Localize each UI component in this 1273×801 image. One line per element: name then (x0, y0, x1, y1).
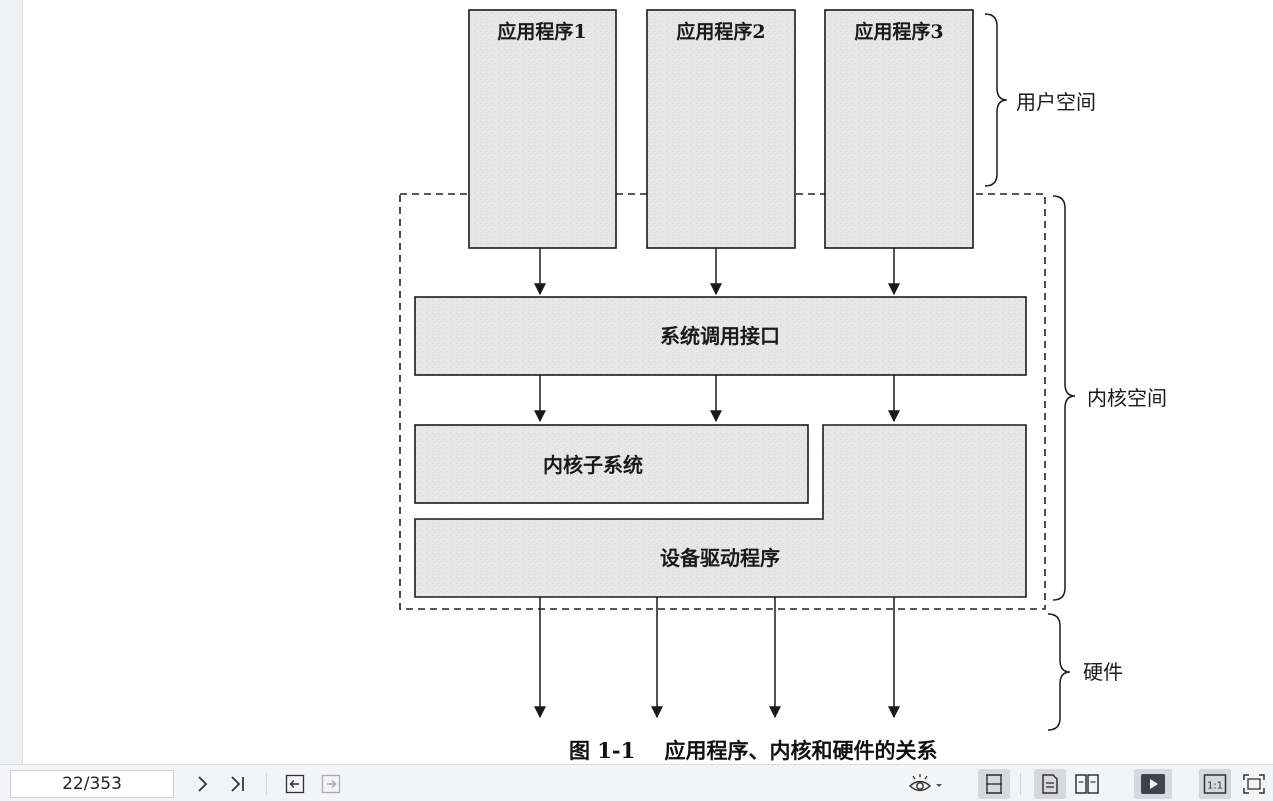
next-page-icon (198, 776, 208, 792)
two-page-button[interactable] (1071, 769, 1103, 799)
kernel-subsystem-box: 内核子系统 (414, 424, 809, 504)
toolbar-separator (266, 773, 267, 795)
syscall-interface-box: 系统调用接口 (414, 296, 1027, 376)
user-space-label: 用户空间 (1016, 90, 1096, 114)
toolbar-separator (1020, 773, 1021, 795)
back-button[interactable] (281, 769, 309, 799)
device-drivers-label: 设备驱动程序 (660, 546, 780, 570)
bottom-toolbar: 22/353 (0, 764, 1273, 801)
continuous-scroll-button[interactable] (978, 769, 1010, 799)
back-icon (285, 774, 305, 794)
app-box-1-label: 应用程序1 (497, 20, 586, 43)
kernel-space-boundary (399, 193, 1046, 610)
actual-size-icon: 1:1 (1203, 774, 1227, 794)
single-page-button[interactable] (1034, 769, 1066, 799)
kernel-space-brace (1052, 195, 1076, 601)
kernel-space-label: 内核空间 (1087, 386, 1167, 410)
app-box-1: 应用程序1 (468, 9, 617, 249)
document-page: 应用程序1 应用程序2 应用程序3 系统调用接口 (23, 0, 1273, 764)
eye-mode-icon (908, 774, 942, 792)
app-box-2: 应用程序2 (646, 9, 796, 249)
device-drivers-box: 设备驱动程序 (414, 424, 1027, 598)
last-page-icon (231, 776, 244, 792)
slideshow-icon (1141, 774, 1165, 794)
kernel-subsystem-label: 内核子系统 (543, 453, 643, 477)
continuous-scroll-icon (986, 774, 1002, 794)
hardware-brace (1047, 613, 1071, 731)
actual-size-button[interactable]: 1:1 (1199, 769, 1231, 799)
hardware-label: 硬件 (1083, 660, 1123, 684)
kernel-diagram: 应用程序1 应用程序2 应用程序3 系统调用接口 (399, 9, 1167, 731)
single-page-icon (1042, 774, 1058, 794)
syscall-interface-label: 系统调用接口 (660, 324, 780, 348)
two-page-icon (1075, 774, 1099, 794)
fit-page-button[interactable] (1239, 769, 1269, 799)
actual-size-label: 1:1 (1207, 781, 1223, 792)
forward-button[interactable] (317, 769, 345, 799)
app-box-3: 应用程序3 (824, 9, 974, 249)
figure-caption: 图 1-1 应用程序、内核和硬件的关系 (569, 738, 938, 763)
app-box-3-label: 应用程序3 (854, 20, 943, 43)
slideshow-button[interactable] (1134, 769, 1172, 799)
fit-page-icon (1243, 774, 1265, 794)
forward-icon (321, 774, 341, 794)
next-page-button[interactable] (188, 769, 216, 799)
left-gutter (0, 0, 23, 764)
eye-mode-button[interactable] (905, 769, 945, 799)
app-box-2-label: 应用程序2 (676, 20, 765, 43)
last-page-button[interactable] (224, 769, 252, 799)
user-space-brace (984, 13, 1008, 187)
page-number-input[interactable]: 22/353 (10, 770, 174, 798)
